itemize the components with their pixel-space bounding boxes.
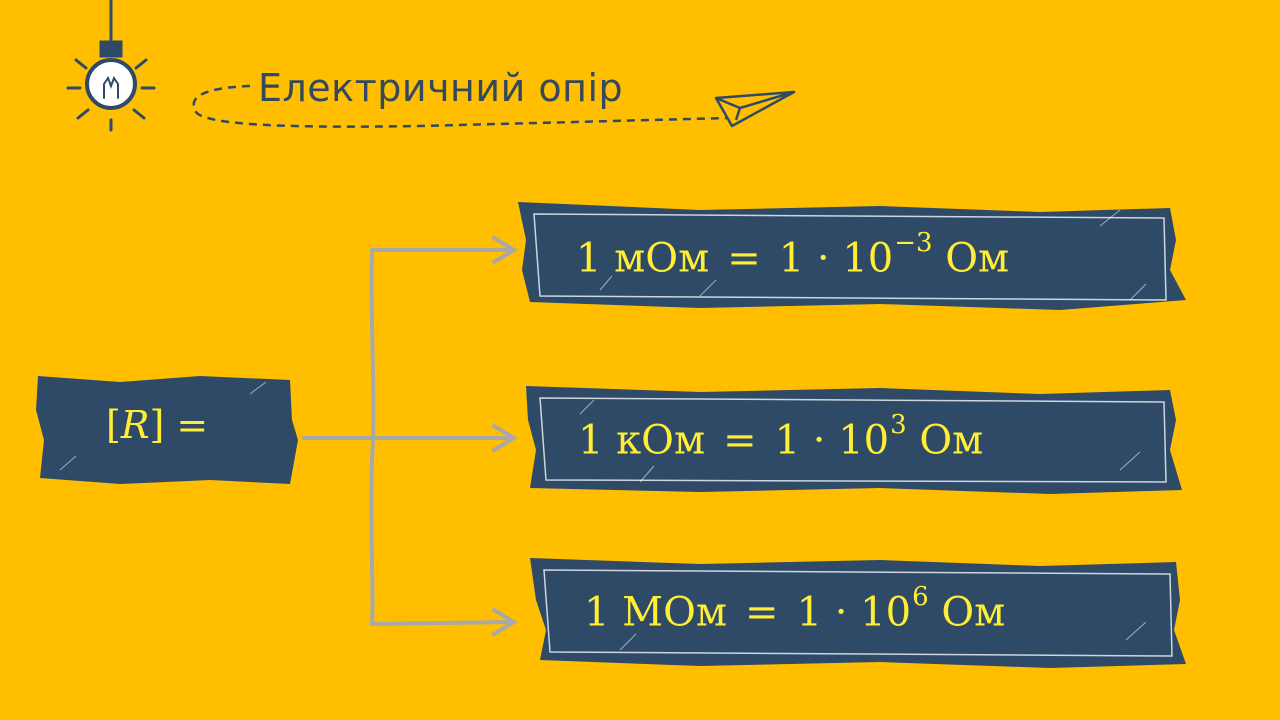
conversion-base-unit: Ом [941, 589, 1006, 636]
conversion-kiloohm: 1 кОм = 1 · 103 Ом [578, 412, 984, 464]
conversion-exponent: 6 [912, 582, 929, 612]
paper-plane-icon [714, 90, 796, 128]
conversion-exponent: −3 [894, 228, 933, 258]
conversion-panel-3 [530, 558, 1186, 668]
resistance-unit-symbol: [R] = [106, 406, 208, 444]
conversion-base-unit: Ом [919, 417, 984, 464]
lhs-symbol: R [120, 403, 150, 447]
conversion-multiplier: 1 · 10 [778, 235, 894, 282]
conversion-multiplier: 1 · 10 [774, 417, 890, 464]
lhs-close-bracket: ] [149, 403, 165, 447]
conversion-unit: МОм [622, 589, 728, 636]
conversion-milliohm: 1 мОм = 1 · 10−3 Ом [576, 230, 1010, 282]
conversion-panel-1 [518, 202, 1186, 310]
conversion-equals: = [727, 235, 761, 282]
conversion-value: 1 [584, 589, 610, 636]
conversion-megaohm: 1 МОм = 1 · 106 Ом [584, 584, 1006, 636]
conversion-value: 1 [578, 417, 604, 464]
conversion-value: 1 [576, 235, 602, 282]
conversion-multiplier: 1 · 10 [796, 589, 912, 636]
lightbulb-icon [66, 0, 156, 132]
lhs-equals: = [176, 403, 209, 447]
conversion-base-unit: Ом [945, 235, 1010, 282]
conversion-equals: = [723, 417, 757, 464]
conversion-exponent: 3 [890, 410, 907, 440]
conversion-unit: кОм [616, 417, 706, 464]
conversion-panel-2 [526, 386, 1182, 494]
lhs-panel [36, 376, 298, 484]
conversion-unit: мОм [614, 235, 710, 282]
conversion-equals: = [745, 589, 779, 636]
lhs-open-bracket: [ [106, 403, 121, 447]
page-title: Електричний опір [258, 66, 624, 110]
dashed-swoosh [192, 84, 729, 128]
